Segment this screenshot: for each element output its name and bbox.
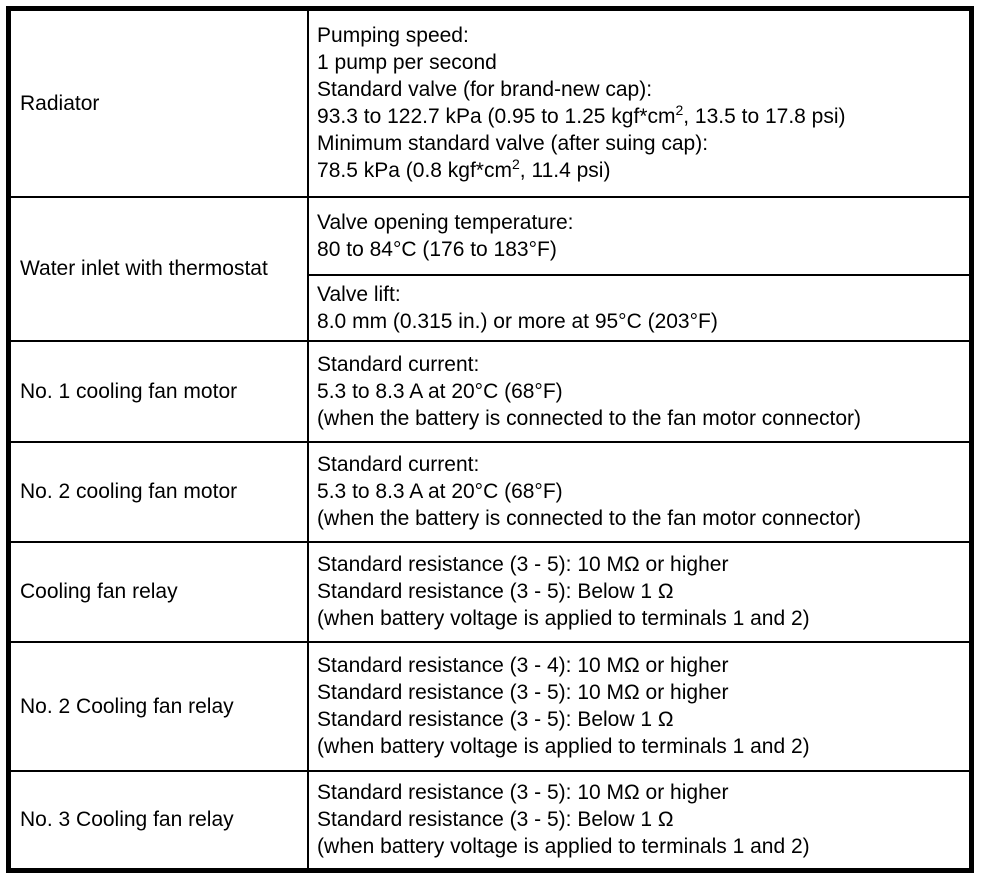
table-row-water-inlet-valve-lift: Valve lift: 8.0 mm (0.315 in.) or more a…	[9, 273, 973, 342]
spec-cell-no2-cooling-fan-relay: Standard resistance (3 - 4): 10 MΩ or hi…	[307, 640, 973, 772]
table-row-water-inlet: Water inlet with thermostat Valve openin…	[7, 195, 973, 342]
spec-line: Standard current:	[317, 453, 480, 476]
table-row-no2-cooling-fan-motor: No. 2 cooling fan motor Standard current…	[7, 440, 973, 543]
table-row-no2-cooling-fan-relay: No. 2 Cooling fan relay Standard resista…	[7, 640, 973, 772]
component-cell-no2-cooling-fan-relay: No. 2 Cooling fan relay	[7, 640, 310, 772]
spec-line: 8.0 mm (0.315 in.) or more at 95°C (203°…	[317, 309, 718, 333]
spec-line: Standard resistance (3 - 4): 10 MΩ or hi…	[317, 654, 729, 677]
component-cell-no1-fan-motor: No. 1 cooling fan motor	[7, 339, 310, 443]
spec-line: Standard current:	[317, 352, 480, 376]
component-cell-cooling-fan-relay: Cooling fan relay	[7, 540, 310, 643]
spec-line: Valve lift:	[317, 282, 401, 306]
table-row-no1-cooling-fan-motor: No. 1 cooling fan motor Standard current…	[7, 339, 973, 443]
spec-cell-cooling-fan-relay: Standard resistance (3 - 5): 10 MΩ or hi…	[307, 540, 973, 643]
spec-line: Minimum standard valve (after suing cap)…	[317, 132, 709, 156]
component-cell-no3-cooling-fan-relay: No. 3 Cooling fan relay	[7, 769, 310, 872]
spec-cell-no2-fan-motor: Standard current: 5.3 to 8.3 A at 20°C (…	[307, 440, 973, 543]
table-row-radiator: Radiator Pumping speed: 1 pump per secon…	[7, 7, 973, 198]
spec-line: 93.3 to 122.7 kPa (0.95 to 1.25 kgf*cm2,…	[317, 102, 846, 129]
spec-line: 1 pump per second	[317, 51, 497, 75]
component-cell-no2-fan-motor: No. 2 cooling fan motor	[7, 440, 310, 543]
spec-cell-valve-lift: Valve lift: 8.0 mm (0.315 in.) or more a…	[307, 273, 973, 342]
spec-cell-radiator: Pumping speed: 1 pump per second Standar…	[307, 7, 973, 198]
superscript: 2	[511, 156, 520, 173]
spec-line: Standard resistance (3 - 5): Below 1 Ω	[317, 708, 674, 731]
spec-line: (when the battery is connected to the fa…	[317, 507, 862, 530]
spec-line: Standard resistance (3 - 5): Below 1 Ω	[317, 580, 674, 603]
spec-line: Pumping speed:	[317, 24, 469, 48]
table-row-no3-cooling-fan-relay: No. 3 Cooling fan relay Standard resista…	[7, 769, 973, 872]
spec-line: (when battery voltage is applied to term…	[317, 607, 810, 630]
spec-line: 78.5 kPa (0.8 kgf*cm2, 11.4 psi)	[317, 156, 611, 183]
spec-line: Standard resistance (3 - 5): Below 1 Ω	[317, 808, 674, 832]
spec-line: (when the battery is connected to the fa…	[317, 406, 862, 430]
spec-line: Valve opening temperature:	[317, 210, 574, 234]
spec-cell-no1-fan-motor: Standard current: 5.3 to 8.3 A at 20°C (…	[307, 339, 973, 443]
spec-line: (when battery voltage is applied to term…	[317, 835, 810, 859]
component-cell-water-inlet: Water inlet with thermostat	[7, 195, 310, 342]
spec-line: Standard valve (for brand-new cap):	[317, 78, 653, 102]
component-cell-radiator: Radiator	[7, 7, 310, 198]
spec-line: (when battery voltage is applied to term…	[317, 735, 810, 758]
table-row-cooling-fan-relay: Cooling fan relay Standard resistance (3…	[7, 540, 973, 643]
superscript: 2	[675, 102, 684, 119]
spec-line: Standard resistance (3 - 5): 10 MΩ or hi…	[317, 781, 729, 805]
spec-line: 5.3 to 8.3 A at 20°C (68°F)	[317, 480, 563, 503]
cooling-system-spec-table: Radiator Pumping speed: 1 pump per secon…	[6, 6, 974, 873]
spec-line: Standard resistance (3 - 5): 10 MΩ or hi…	[317, 553, 729, 576]
spec-cell-no3-cooling-fan-relay: Standard resistance (3 - 5): 10 MΩ or hi…	[307, 769, 973, 872]
spec-line: 5.3 to 8.3 A at 20°C (68°F)	[317, 379, 563, 403]
spec-cell-valve-opening-temperature: Valve opening temperature: 80 to 84°C (1…	[307, 195, 973, 276]
spec-line: 80 to 84°C (176 to 183°F)	[317, 237, 557, 261]
spec-line: Standard resistance (3 - 5): 10 MΩ or hi…	[317, 681, 729, 704]
